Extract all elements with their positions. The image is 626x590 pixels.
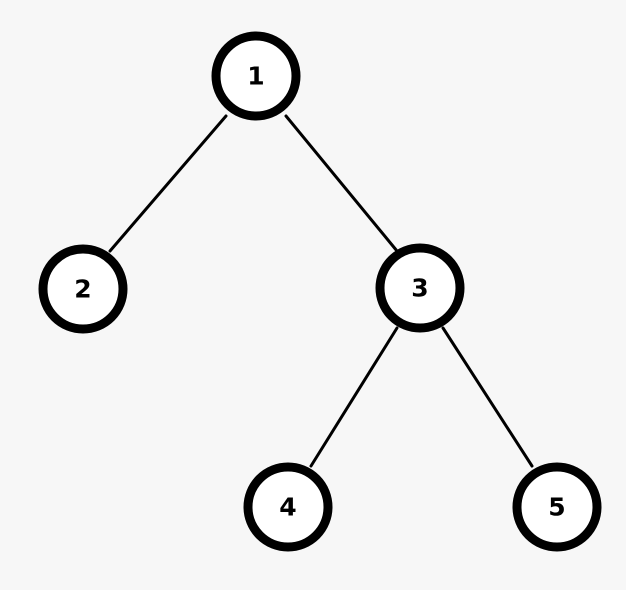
node-5: 5 bbox=[512, 462, 602, 552]
nodes-layer: 1 2 3 4 5 bbox=[38, 31, 602, 552]
node-1: 1 bbox=[211, 31, 301, 121]
edge-1-3 bbox=[284, 114, 399, 253]
node-4: 4 bbox=[243, 462, 333, 552]
node-4-label: 4 bbox=[279, 493, 296, 522]
edge-3-5 bbox=[441, 326, 534, 468]
node-3-label: 3 bbox=[411, 274, 428, 303]
edge-1-2 bbox=[108, 114, 228, 253]
node-1-label: 1 bbox=[247, 62, 264, 91]
edges-layer bbox=[108, 114, 534, 468]
node-2-label: 2 bbox=[74, 275, 91, 304]
edge-3-4 bbox=[309, 326, 399, 468]
node-3: 3 bbox=[375, 243, 465, 333]
node-2: 2 bbox=[38, 244, 128, 334]
node-5-label: 5 bbox=[548, 493, 565, 522]
